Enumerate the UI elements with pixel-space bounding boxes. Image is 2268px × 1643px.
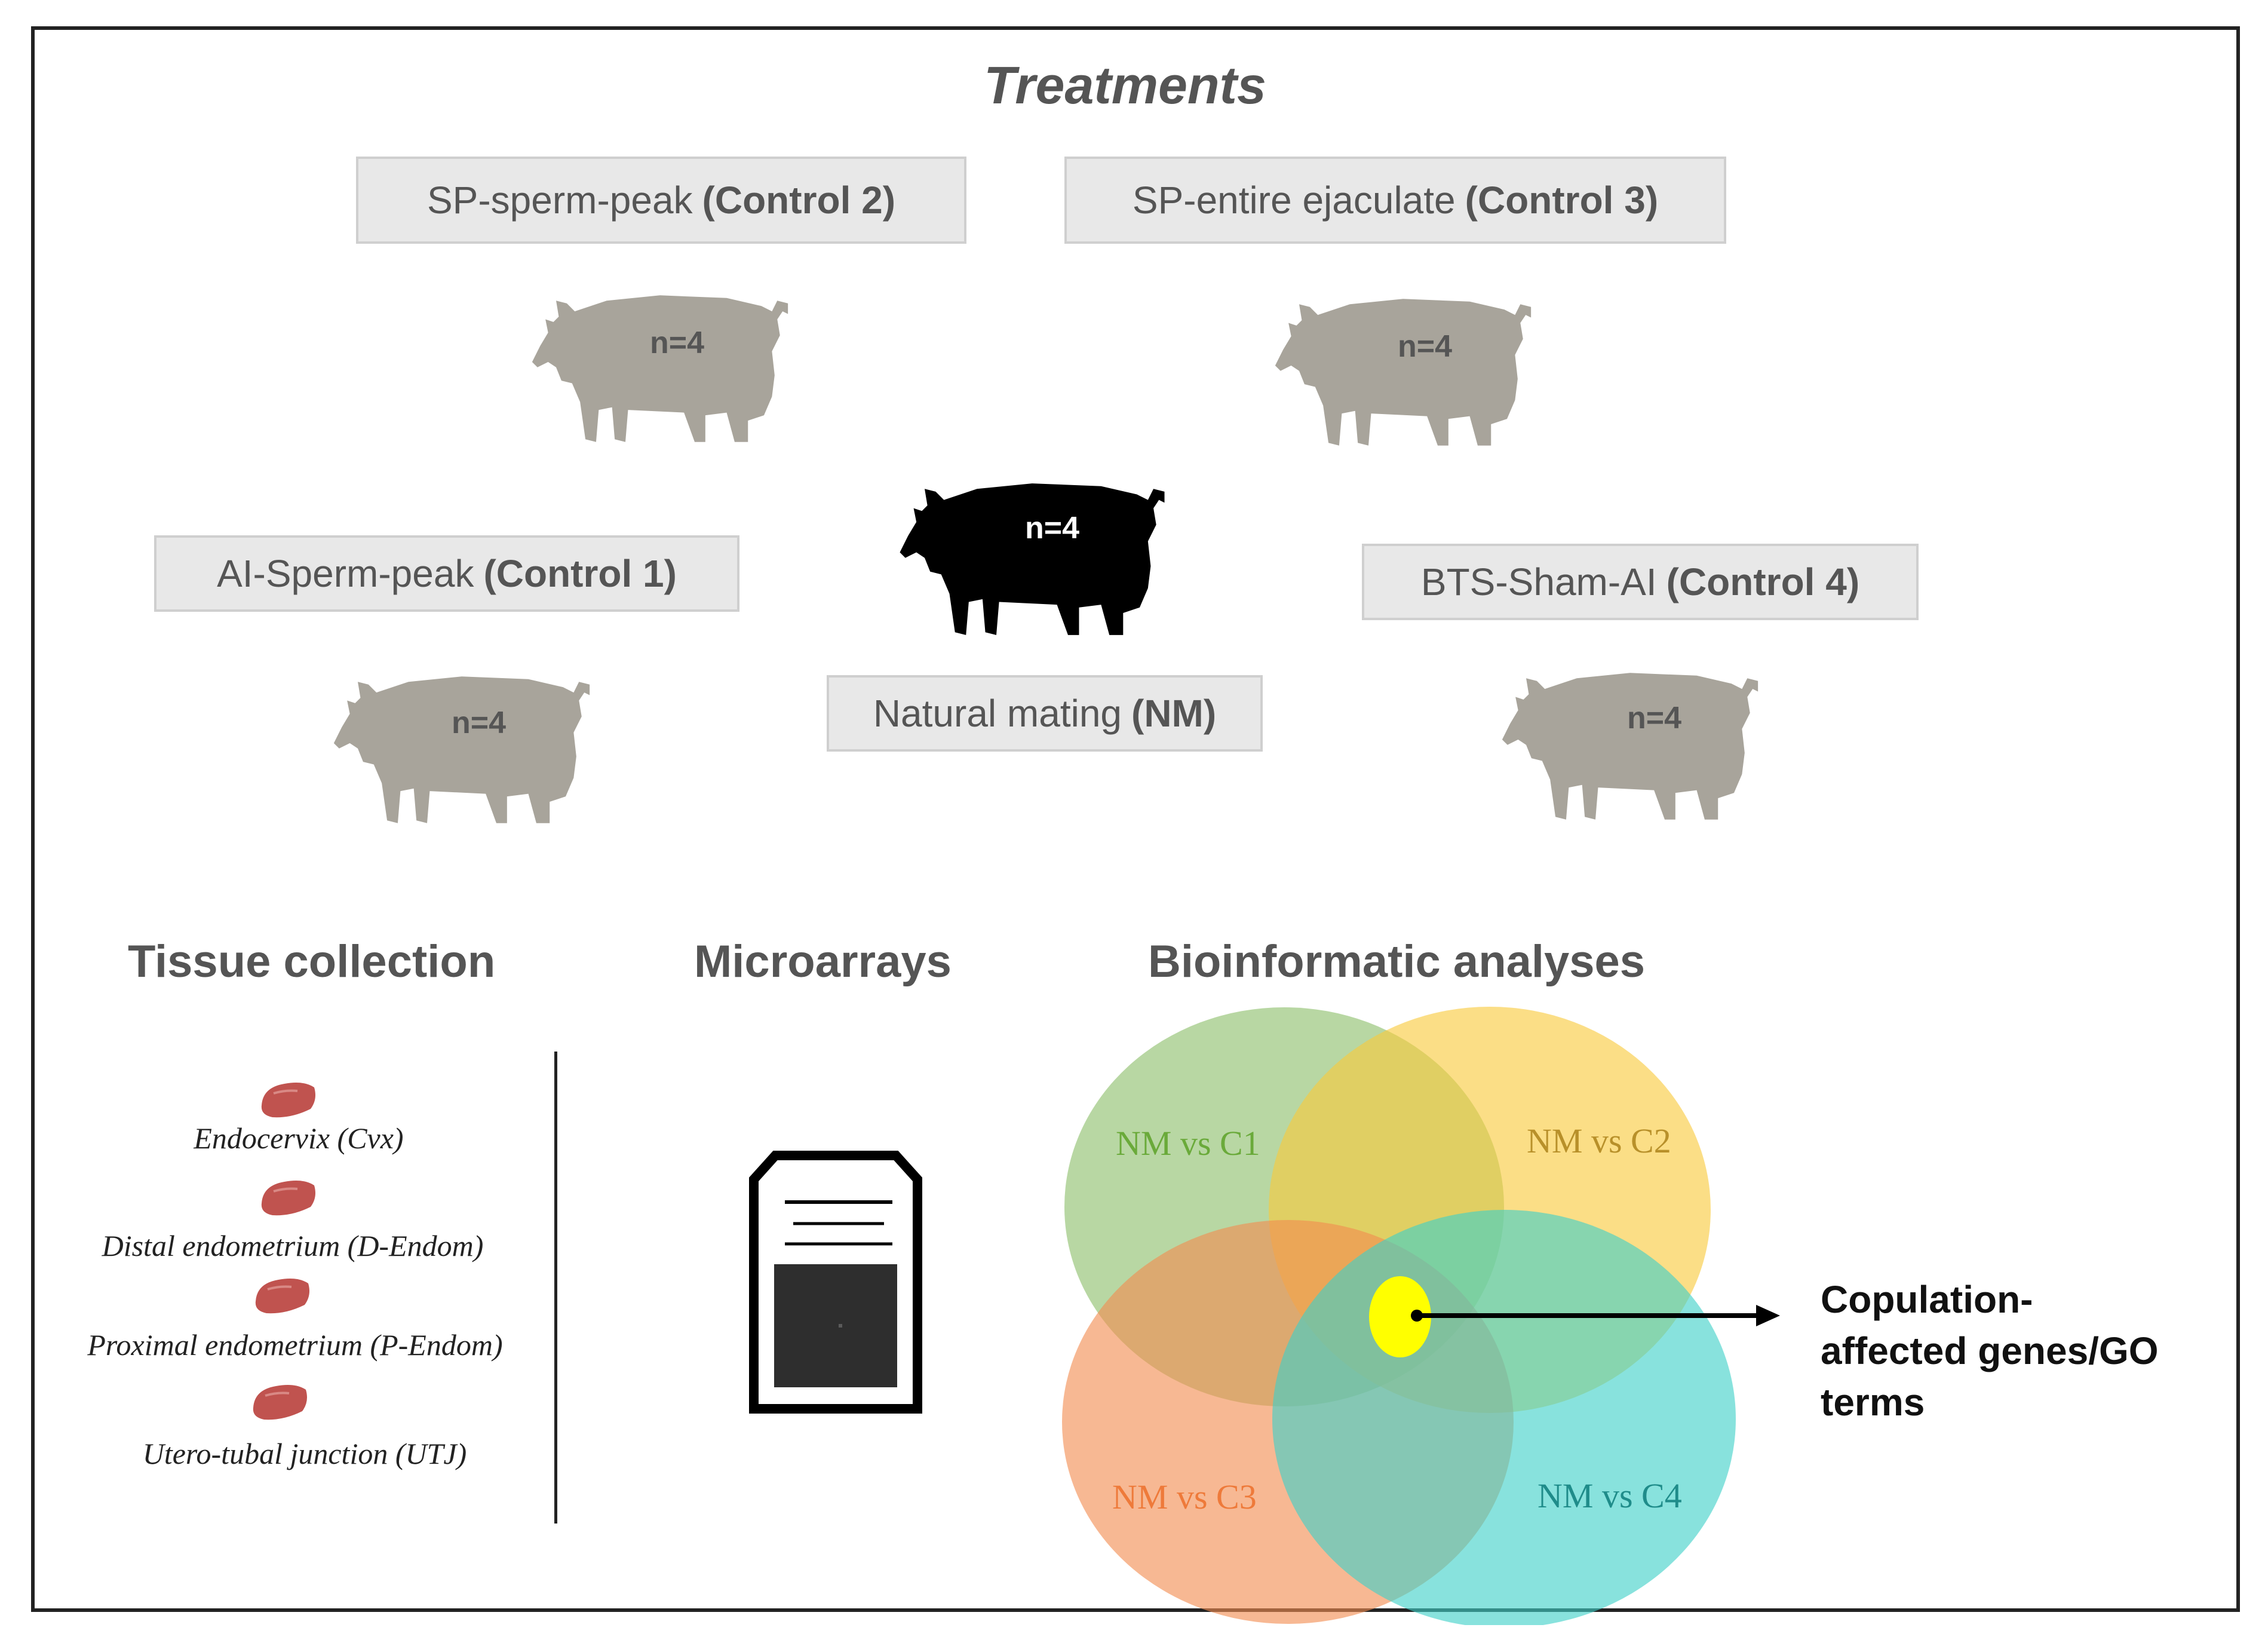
control3-tag: (Control 3) [1465,179,1659,222]
output-line1: Copulation- [1821,1278,2033,1321]
microarray-chip-icon [749,1151,922,1414]
venn-center-highlight [1369,1276,1431,1357]
output-label: Copulation- affected genes/GO terms [1821,1274,2159,1428]
venn-label-c1: NM vs C1 [1116,1124,1260,1163]
tissue-icon [261,1083,315,1118]
venn-label-c3: NM vs C3 [1112,1478,1257,1516]
control2-n-label: n=4 [650,326,705,360]
output-line2: affected genes/GO [1821,1329,2159,1372]
tissue-collection-heading: Tissue collection [128,936,496,987]
tissue-item-utj: Utero-tubal junction (UTJ) [142,1437,467,1470]
nm-box: Natural mating (NM) [827,675,1263,752]
control4-box: BTS-Sham-AI (Control 4) [1362,544,1919,620]
control2-name: SP-sperm-peak [426,179,693,222]
control4-tag: (Control 4) [1666,560,1860,603]
nm-name: Natural mating [873,692,1122,735]
control1-tag: (Control 1) [483,552,677,595]
control1-box: AI-Sperm-peak (Control 1) [154,535,739,612]
venn-label-c4: NM vs C4 [1537,1476,1682,1515]
control3-n-label: n=4 [1398,329,1453,364]
tissue-item-cvx: Endocervix (Cvx) [194,1121,404,1155]
venn-set-c4 [1272,1210,1736,1625]
tissue-item-d-endom: Distal endometrium (D-Endom) [102,1229,484,1262]
control1-name: AI-Sperm-peak [217,552,474,595]
control4-n-label: n=4 [1627,701,1682,735]
tissue-icon [253,1385,307,1420]
venn-label-c2: NM vs C2 [1527,1121,1671,1160]
tissue-icon [261,1181,315,1216]
control2-pig-icon [532,295,788,442]
nm-tag: (NM) [1131,692,1217,735]
control4-pig-icon [1502,673,1758,820]
control3-name: SP-entire ejaculate [1132,179,1456,222]
nm-n-label: n=4 [1025,511,1080,545]
control3-box: SP-entire ejaculate (Control 3) [1064,157,1726,244]
treatments-title: Treatments [984,56,1266,115]
tissue-item-p-endom: Proximal endometrium (P-Endom) [87,1328,503,1362]
output-arrow [1411,1305,1780,1326]
microarrays-heading: Microarrays [694,936,952,987]
nm-pig-icon [900,483,1165,635]
control1-n-label: n=4 [452,706,507,740]
control3-pig-icon [1275,299,1532,446]
tissue-icon [255,1279,309,1314]
control2-box: SP-sperm-peak (Control 2) [356,157,966,244]
control2-tag: (Control 2) [702,179,896,222]
control1-pig-icon [333,676,590,823]
section-divider [554,1052,557,1524]
bioinformatic-heading: Bioinformatic analyses [1148,936,1646,987]
output-line3: terms [1821,1381,1925,1424]
control4-name: BTS-Sham-AI [1420,560,1657,603]
